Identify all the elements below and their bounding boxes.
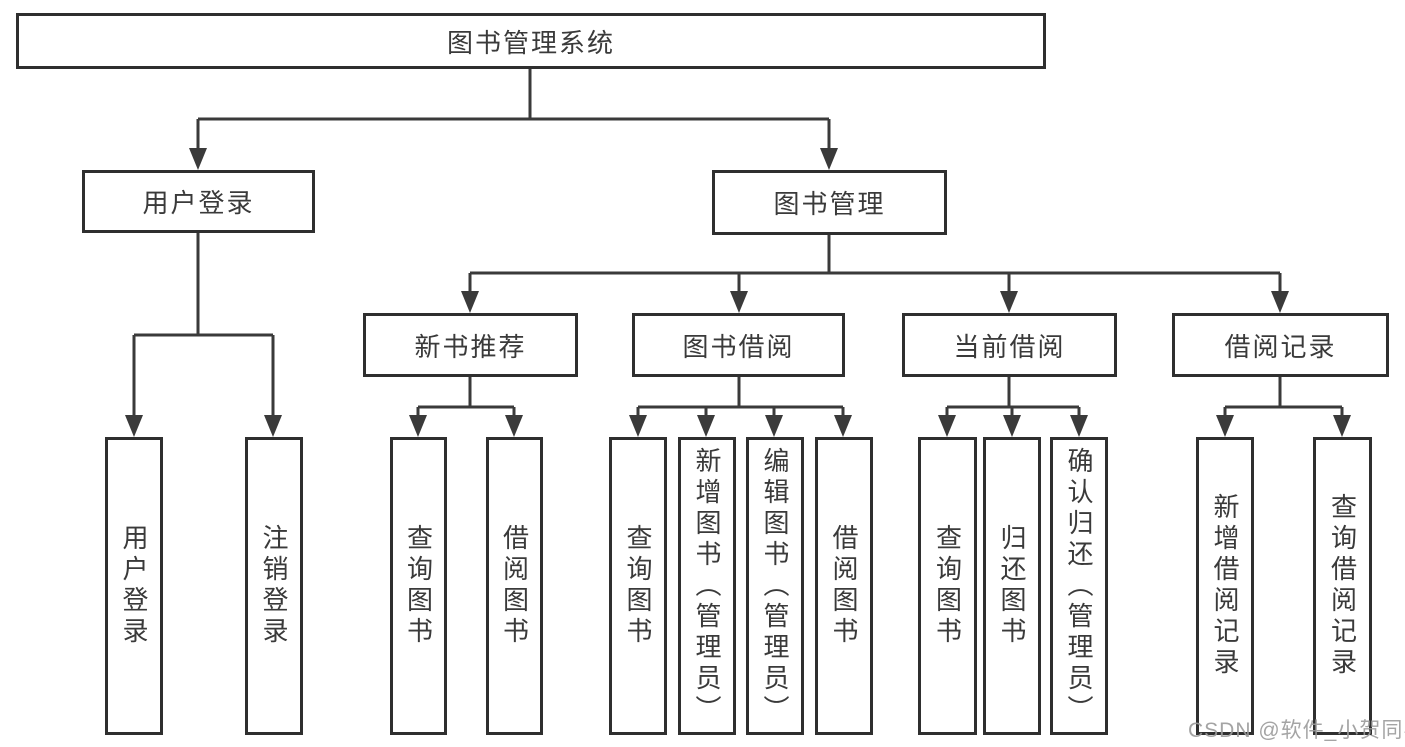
leaf-user-login-label: 用户登录: [119, 524, 149, 648]
leaf-borrow-books-recommend: 借阅图书: [486, 437, 543, 735]
watermark: CSDN @软件_小贺同学: [1188, 719, 1405, 742]
leaf-user-login: 用户登录: [105, 437, 163, 735]
leaf-borrow-books-label: 借阅图书: [829, 524, 859, 648]
node-current-borrowing: 当前借阅: [902, 313, 1117, 377]
leaf-confirm-return-admin: 确认归还（管理员）: [1050, 437, 1108, 735]
node-book-management: 图书管理: [712, 170, 947, 235]
leaf-edit-book-admin: 编辑图书（管理员）: [746, 437, 804, 735]
node-user-login: 用户登录: [82, 170, 315, 233]
leaf-query-books-current: 查询图书: [918, 437, 977, 735]
leaf-query-borrow-record-label: 查询借阅记录: [1327, 493, 1358, 679]
leaf-borrow-books: 借阅图书: [815, 437, 873, 735]
leaf-add-borrow-record-label: 新增借阅记录: [1210, 493, 1240, 679]
leaf-return-books: 归还图书: [983, 437, 1041, 735]
leaf-query-books-recommend: 查询图书: [390, 437, 447, 735]
node-new-book-recommendation: 新书推荐: [363, 313, 578, 377]
leaf-logout: 注销登录: [245, 437, 303, 735]
leaf-query-books-current-label: 查询图书: [932, 524, 963, 648]
leaf-query-books-borrow-label: 查询图书: [623, 524, 653, 648]
node-book-borrowing: 图书借阅: [632, 313, 845, 377]
leaf-query-books-recommend-label: 查询图书: [403, 524, 434, 648]
leaf-add-book-admin-label: 新增图书（管理员）: [692, 446, 722, 726]
leaf-query-borrow-record: 查询借阅记录: [1313, 437, 1372, 735]
leaf-edit-book-admin-label: 编辑图书（管理员）: [760, 446, 790, 726]
node-library-system: 图书管理系统: [16, 13, 1046, 69]
leaf-query-books-borrow: 查询图书: [609, 437, 667, 735]
leaf-confirm-return-admin-label: 确认归还（管理员）: [1064, 446, 1094, 726]
leaf-add-borrow-record: 新增借阅记录: [1196, 437, 1254, 735]
node-borrowing-records: 借阅记录: [1172, 313, 1389, 377]
leaf-return-books-label: 归还图书: [997, 524, 1027, 648]
leaf-borrow-books-recommend-label: 借阅图书: [499, 524, 530, 648]
leaf-logout-label: 注销登录: [259, 524, 289, 648]
leaf-add-book-admin: 新增图书（管理员）: [678, 437, 736, 735]
